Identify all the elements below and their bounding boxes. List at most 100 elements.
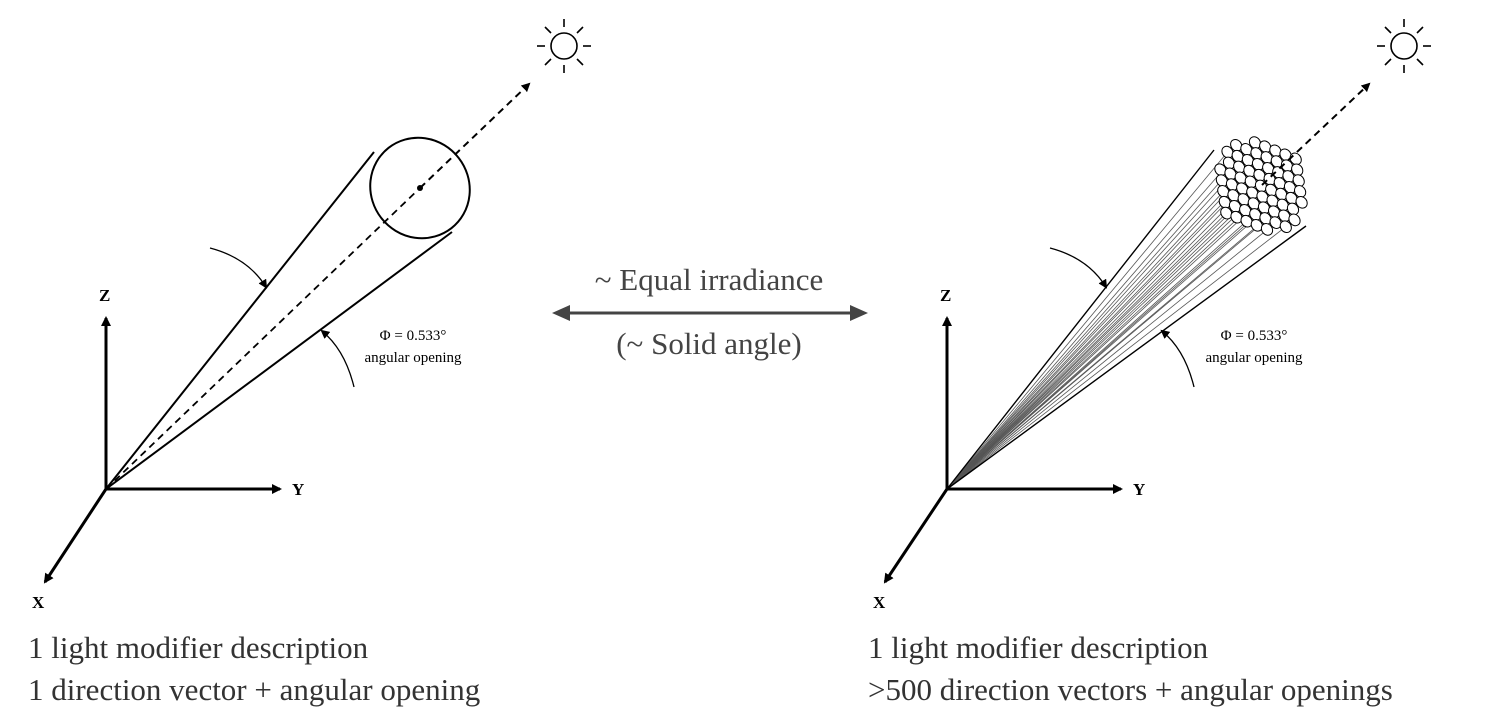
- right-opening-label: angular opening: [1205, 350, 1303, 366]
- direction-vector-circle: [1221, 145, 1234, 159]
- left-phi-label: Φ = 0.533°: [380, 328, 447, 344]
- left-axes: [43, 316, 282, 584]
- direction-vector-circle: [1228, 199, 1242, 213]
- double-arrow-icon: [552, 305, 868, 321]
- direction-vector-circle: [1231, 149, 1244, 163]
- ray-line: [946, 174, 1260, 490]
- direction-vector-circle: [1260, 223, 1274, 236]
- ray-line: [946, 191, 1301, 490]
- direction-vector-circle: [1292, 174, 1305, 187]
- direction-vector-circle: [1269, 144, 1282, 158]
- direction-vector-circle: [1267, 205, 1281, 219]
- direction-vector-circle: [1237, 193, 1250, 206]
- direction-vector-circle: [1247, 197, 1260, 210]
- direction-vector-circle: [1253, 168, 1266, 182]
- ray-line: [946, 142, 1256, 490]
- light-cone: [105, 82, 531, 490]
- sun-icon: [537, 19, 591, 73]
- direction-vector-circle: [1220, 206, 1233, 220]
- right-axes: [883, 316, 1123, 584]
- direction-vector-circle: [1248, 136, 1262, 149]
- direction-vector-circle: [1233, 160, 1246, 174]
- ray-edge-line: [946, 149, 1215, 490]
- direction-vector-circle: [1275, 187, 1288, 201]
- cone-center-point: [417, 185, 423, 191]
- direction-vector-circle: [1283, 181, 1297, 194]
- direction-vector-circle: [1291, 163, 1304, 177]
- left-y-axis-label: Y: [292, 480, 304, 499]
- ray-line: [946, 177, 1241, 490]
- direction-vector-circle: [1230, 210, 1243, 224]
- ray-line: [946, 215, 1285, 490]
- solid-angle-label: (~ Solid angle): [616, 326, 802, 361]
- direction-vector-circle: [1278, 209, 1291, 223]
- direction-vector-circle: [1293, 185, 1307, 198]
- right-direction-arrow: [1261, 82, 1371, 186]
- direction-vector-circle: [1279, 220, 1292, 234]
- right-x-axis-label: X: [873, 593, 886, 612]
- direction-vector-circle: [1262, 162, 1275, 175]
- direction-vector-circle: [1218, 195, 1231, 209]
- direction-vector-circle: [1251, 157, 1265, 171]
- direction-vector-circle: [1241, 153, 1255, 167]
- direction-vector-circle: [1243, 164, 1256, 178]
- ray-line: [946, 151, 1228, 490]
- left-caption-line-1: 1 light modifier description: [28, 630, 369, 665]
- direction-vector-circle: [1272, 166, 1285, 179]
- left-caption: 1 light modifier description 1 direction…: [28, 627, 480, 711]
- equal-irradiance-label: ~ Equal irradiance: [595, 262, 824, 297]
- ray-line: [946, 166, 1240, 490]
- ray-line: [946, 199, 1244, 490]
- left-x-axis-label: X: [32, 593, 45, 612]
- right-caption-line-2: >500 direction vectors + angular opening…: [868, 672, 1393, 707]
- direction-vector-circle: [1222, 156, 1236, 170]
- direction-vector-circle: [1215, 174, 1229, 187]
- right-y-axis-label: Y: [1133, 480, 1145, 499]
- direction-vector-circle: [1280, 159, 1294, 173]
- direction-vector-circle: [1246, 186, 1259, 200]
- direction-vector-circle: [1286, 202, 1300, 216]
- direction-vector-circle: [1236, 182, 1249, 196]
- ray-line: [946, 162, 1230, 490]
- ray-line: [946, 180, 1299, 490]
- direction-vector-circle: [1276, 198, 1289, 212]
- ray-line: [946, 146, 1266, 490]
- direction-vector-circle: [1225, 178, 1239, 191]
- direction-vector-circle: [1240, 214, 1253, 228]
- direction-vector-circle: [1257, 201, 1271, 215]
- direction-vector-circle: [1295, 195, 1308, 209]
- right-z-axis-label: Z: [940, 286, 951, 305]
- direction-vector-circle: [1285, 191, 1298, 205]
- direction-vector-circle: [1234, 171, 1247, 185]
- ray-line: [946, 157, 1267, 490]
- direction-vector-circle: [1266, 194, 1279, 208]
- ray-line: [946, 203, 1255, 490]
- direction-vector-circle: [1259, 212, 1272, 225]
- direction-vector-circle: [1260, 151, 1273, 164]
- direction-vector-circle: [1265, 183, 1278, 197]
- direction-vector-circle: [1214, 163, 1227, 177]
- sun-icon: [1377, 19, 1431, 73]
- ray-line: [946, 226, 1287, 490]
- angle-indicator-arrows: [1049, 247, 1195, 388]
- direction-vector-circle: [1288, 213, 1301, 227]
- direction-vector-circle: [1239, 204, 1252, 217]
- direction-vector-circle: [1249, 208, 1262, 221]
- direction-vector-circle: [1250, 218, 1263, 232]
- direction-vector-circle: [1227, 189, 1240, 202]
- direction-vector-circle: [1224, 167, 1237, 181]
- ray-line: [946, 178, 1270, 490]
- left-opening-label: angular opening: [364, 350, 462, 366]
- center-comparison: ~ Equal irradiance (~ Solid angle): [552, 262, 868, 361]
- direction-vector-circle: [1259, 140, 1272, 154]
- angle-indicator-arrows: [209, 247, 355, 388]
- direction-vector-circle: [1230, 138, 1243, 152]
- direction-vector-circle: [1282, 170, 1295, 183]
- direction-vector-circle: [1244, 175, 1257, 189]
- left-panel: Z Y X Φ = 0.533° an: [32, 19, 591, 612]
- ray-edge-line: [946, 225, 1307, 490]
- ray-fan: [946, 142, 1307, 490]
- direction-vector-circle: [1273, 176, 1286, 190]
- direction-vector-circle: [1250, 147, 1263, 160]
